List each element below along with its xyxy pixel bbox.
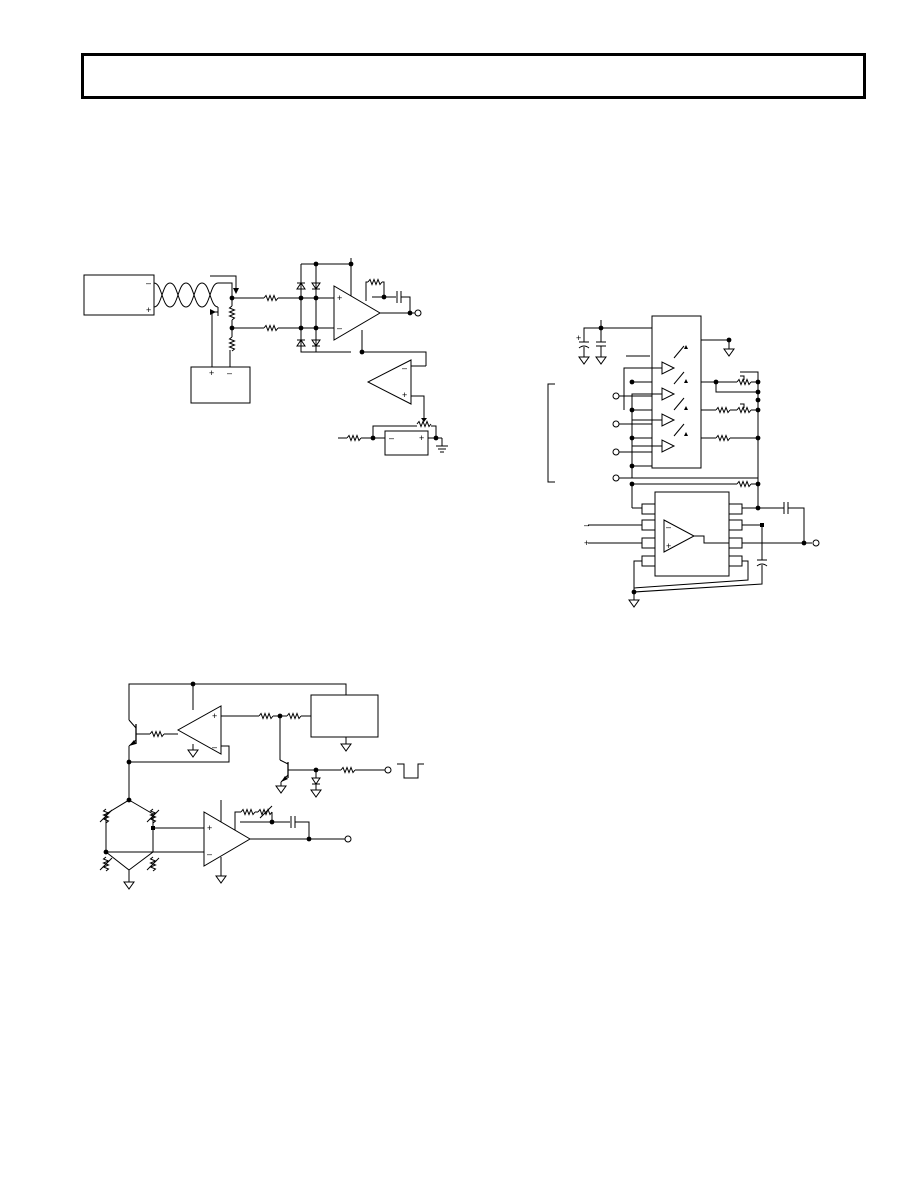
driver-minus-label: – <box>212 742 217 752</box>
voltage-reference-box <box>384 430 429 456</box>
sensor-minus-label: – <box>146 278 151 288</box>
bridge-driver-amp <box>176 705 222 755</box>
analog-switch-ic <box>651 315 702 469</box>
buffer-plus-label: + <box>402 390 407 400</box>
reference-buffer-amp <box>366 359 412 405</box>
input-plus-label: + <box>584 538 589 548</box>
analog-switches <box>623 345 688 478</box>
amplifier-ic <box>654 491 730 577</box>
supply-minus-label: – <box>227 368 232 378</box>
supply-plus-label: + <box>209 368 214 378</box>
gain-switched-amplifier-diagram: + <box>547 315 820 608</box>
in-amp-minus-label: – <box>666 522 671 532</box>
amp-plus-label: + <box>337 293 342 303</box>
thermocouple-amplifier-diagram: – + + – <box>83 258 448 456</box>
driver-plus-label: + <box>212 711 217 721</box>
page-header-box <box>81 53 866 99</box>
instrumentation-amp <box>333 285 381 341</box>
ref-plus-label: + <box>419 433 424 443</box>
protection-diodes <box>296 258 354 353</box>
ref-minus-label: – <box>389 433 394 443</box>
reference-box <box>310 694 379 738</box>
in-amp-symbol <box>663 519 696 553</box>
input-minus-label: – <box>584 520 589 530</box>
strain-gauge-bridge <box>99 788 160 890</box>
thermocouple-sensor-box <box>83 274 155 316</box>
twisted-pair-cable <box>153 282 219 308</box>
amp-minus-label: – <box>337 323 342 333</box>
in-amp-plus-label: + <box>666 541 671 551</box>
bridge-amp-minus-label: – <box>207 849 212 859</box>
sensor-plus-label: + <box>146 305 151 315</box>
bridge-output-amp <box>203 811 251 867</box>
cap-plus-label: + <box>576 333 581 343</box>
bridge-amplifier-diagram: + – <box>99 681 424 890</box>
bias-supply-box <box>190 366 251 404</box>
bridge-amp-plus-label: + <box>207 823 212 833</box>
buffer-minus-label: – <box>402 363 407 373</box>
